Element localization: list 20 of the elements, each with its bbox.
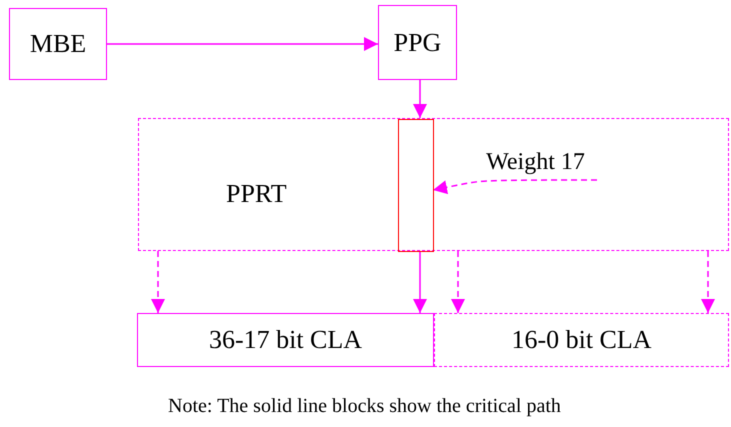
arrow [451,251,465,313]
arrow [413,251,427,313]
arrow [151,251,165,313]
block-label: MBE [30,29,86,59]
arrow [413,80,427,118]
arrow [107,37,378,51]
block [378,5,457,80]
block-label: PPRT [226,179,287,209]
block [9,8,107,80]
leader-line [432,179,597,194]
block-label: 16-0 bit CLA [511,325,652,355]
block-label: PPG [394,28,442,58]
annotation-text: Weight 17 [486,149,585,176]
dashed-block [434,313,729,367]
dashed-block [138,118,729,251]
critical-block [398,119,434,252]
block-label: 36-17 bit CLA [208,325,362,355]
block [137,313,434,367]
arrow [701,251,715,313]
note-text: Note: The solid line blocks show the critical path [168,395,561,418]
